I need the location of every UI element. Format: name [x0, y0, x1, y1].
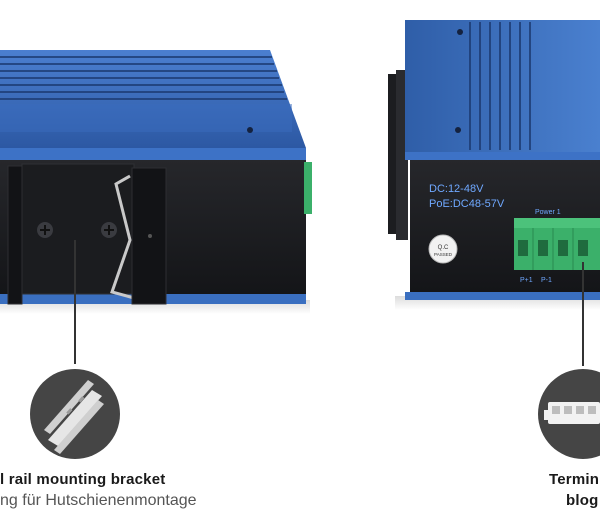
right-top-housing [405, 20, 600, 154]
bracket-screw-left [37, 222, 53, 238]
din-spring-clip [110, 174, 135, 300]
right-housing-screw-bottom [455, 127, 461, 133]
left-housing-screw [247, 127, 253, 133]
bracket-screw-right [101, 222, 117, 238]
left-caption-title: l rail mounting bracket [0, 471, 166, 488]
left-housing-ribs [0, 56, 287, 100]
qc-sticker-bottom-text: PASSED [434, 252, 453, 257]
right-housing-screw-top [457, 29, 463, 35]
poe-voltage-label: PoE:DC48-57V [429, 198, 505, 210]
left-front-lip [0, 148, 306, 160]
qc-sticker-top-text: Q.C [438, 245, 449, 251]
left-terminal-peek [304, 162, 312, 214]
right-housing-ribs [469, 22, 531, 150]
din-rail-icon [44, 380, 104, 454]
right-device: DC:12-48V PoE:DC48-57V Power 1 Q.C PASSE… [388, 20, 600, 310]
terminal-pin-neg-label: P-1 [541, 277, 552, 284]
left-rail-clip [7, 165, 23, 305]
left-housing-flat [0, 104, 292, 132]
terminal-block [514, 218, 600, 270]
right-caption-subtitle: blog [566, 492, 599, 509]
voltage-label: DC:12-48V [429, 183, 484, 195]
terminal-pin-pos-label: P+1 [520, 277, 533, 284]
left-device [0, 50, 312, 314]
right-caption-title: Termin [549, 471, 600, 488]
rail-clip-pin [148, 234, 152, 238]
power-label: Power 1 [535, 209, 561, 216]
right-front-lip [405, 152, 600, 160]
left-caption-subtitle: ng für Hutschienenmontage [0, 492, 197, 509]
right-bottom-strip [405, 292, 600, 300]
qc-sticker [428, 234, 458, 264]
terminal-block-icon [544, 402, 600, 424]
